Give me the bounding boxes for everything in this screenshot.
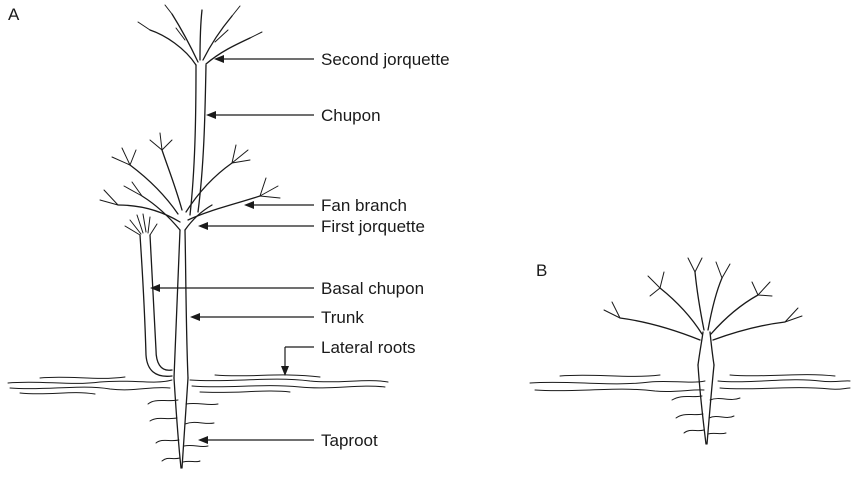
label-fan-branch: Fan branch [244,196,407,215]
label-chupon: Chupon [206,106,381,125]
chupon-a [190,65,206,215]
label-taproot: Taproot [198,431,378,450]
label-text-taproot: Taproot [321,431,378,450]
tree-b [530,258,850,444]
label-text-fan-branch: Fan branch [321,196,407,215]
label-text-first-jorquette: First jorquette [321,217,425,236]
basal-chupon-crown-a [125,214,157,235]
soil-surface-a [8,375,388,394]
taproot-b [698,365,714,444]
second-jorquette-crown-a [138,5,262,65]
label-first-jorquette: First jorquette [198,217,425,236]
label-text-trunk: Trunk [321,308,364,327]
fan-branches-a [100,133,280,222]
trunk-a [174,230,188,378]
taproot-a [174,378,188,468]
basal-chupon-a [140,235,172,376]
soil-surface-b [530,375,850,392]
panel-label-a: A [8,5,20,24]
label-second-jorquette: Second jorquette [214,50,450,69]
trunk-b [698,332,714,365]
label-text-second-jorquette: Second jorquette [321,50,450,69]
panel-label-b: B [536,261,547,280]
label-text-chupon: Chupon [321,106,381,125]
label-text-lateral-roots: Lateral roots [321,338,416,357]
tree-a [8,5,388,468]
label-text-basal-chupon: Basal chupon [321,279,424,298]
taproot-rootlets-b [672,396,740,434]
label-lateral-roots: Lateral roots [281,338,416,376]
fan-branches-b [604,258,802,340]
label-trunk: Trunk [190,308,364,327]
label-basal-chupon: Basal chupon [150,279,424,298]
